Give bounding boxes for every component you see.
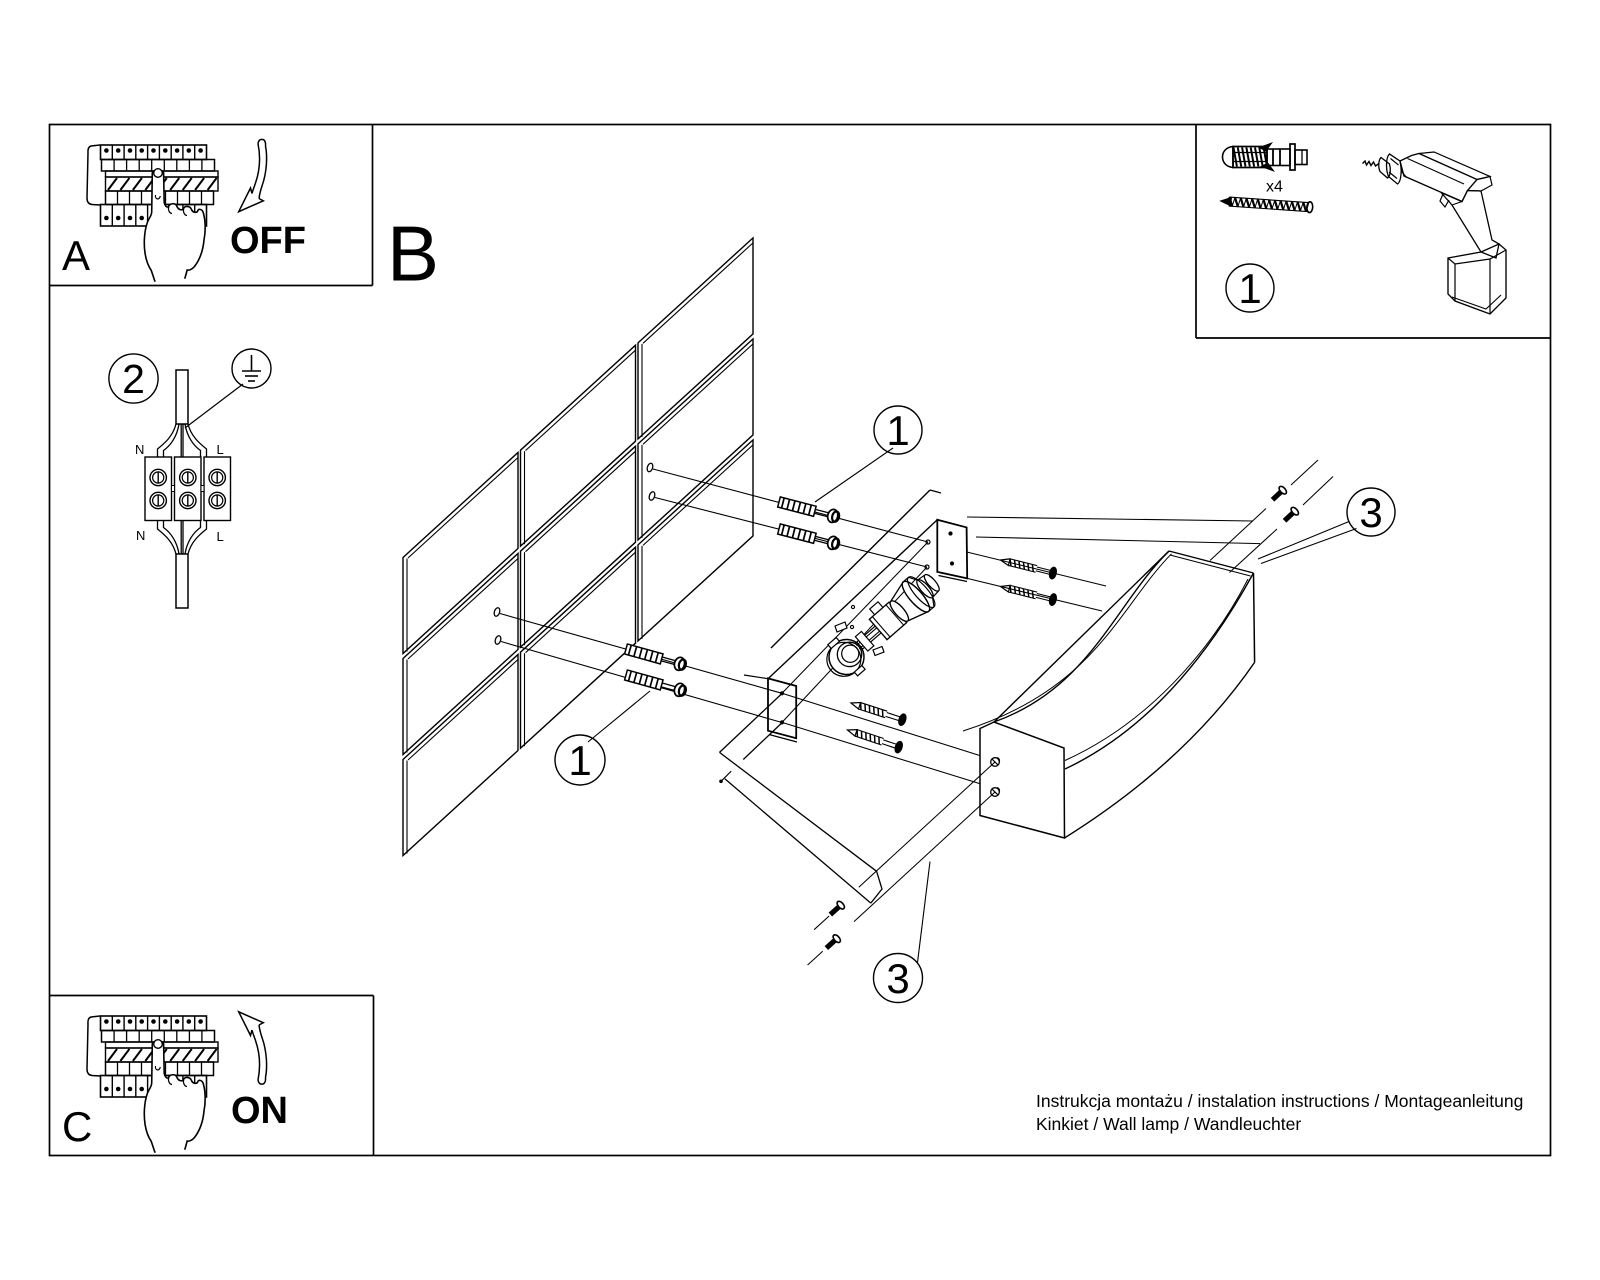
svg-text:L: L — [217, 529, 224, 544]
svg-text:Instrukcja montażu / instalati: Instrukcja montażu / instalation instruc… — [1036, 1091, 1523, 1111]
svg-text:1: 1 — [568, 737, 591, 784]
svg-text:L: L — [217, 442, 224, 457]
svg-text:ON: ON — [231, 1090, 288, 1132]
svg-text:x4: x4 — [1266, 179, 1283, 196]
svg-text:1: 1 — [886, 407, 909, 454]
svg-text:N: N — [136, 528, 145, 543]
svg-text:OFF: OFF — [230, 220, 306, 262]
svg-text:3: 3 — [1359, 489, 1382, 536]
svg-text:3: 3 — [886, 955, 909, 1002]
svg-text:B: B — [387, 210, 439, 298]
svg-text:Kinkiet / Wall lamp / Wandleuc: Kinkiet / Wall lamp / Wandleuchter — [1036, 1114, 1301, 1134]
svg-text:C: C — [62, 1103, 92, 1150]
svg-text:1: 1 — [1238, 265, 1261, 312]
svg-text:A: A — [62, 232, 90, 279]
svg-text:N: N — [135, 442, 144, 457]
svg-text:2: 2 — [122, 356, 145, 402]
